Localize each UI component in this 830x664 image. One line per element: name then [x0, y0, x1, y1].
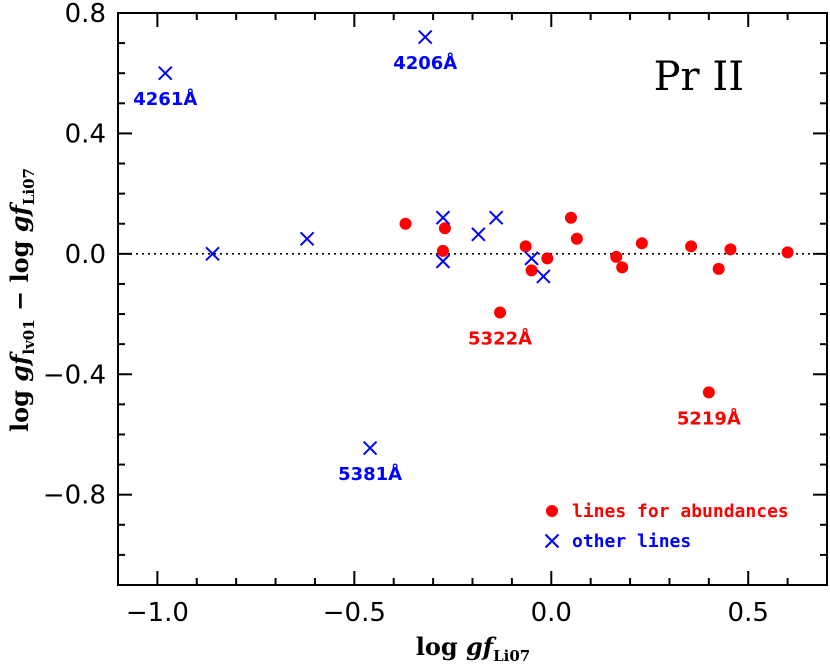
other-line-point	[158, 66, 173, 81]
abundance-point	[724, 243, 737, 256]
other-lines-series	[158, 29, 551, 456]
y-tick-label: −0.4	[43, 360, 106, 390]
x-marker-stroke	[205, 246, 220, 262]
y-tick-label: 0.8	[65, 0, 106, 29]
axis-ticks: −1.0 −0.5 0.0 0.5 −0.8 −0.4 0.0 0.4 0.8	[43, 0, 828, 628]
abundance-point	[541, 252, 554, 265]
y-axis-label-mid: − log	[5, 232, 34, 319]
abundance-point	[712, 262, 725, 275]
annotations: 4261Å 4206Å 5381Å 5322Å 5219Å	[133, 51, 741, 485]
abundance-point	[781, 246, 794, 259]
y-axis-label: log gflv01 − log gfLi07	[5, 168, 38, 432]
x-marker-stroke	[362, 440, 378, 456]
x-marker-stroke	[471, 227, 486, 242]
wavelength-annotation: 4261Å	[133, 87, 197, 110]
abundance-point	[564, 211, 577, 224]
legend-label: other lines	[572, 531, 691, 552]
x-marker-stroke	[158, 66, 173, 81]
abundance-point	[494, 306, 507, 319]
abundance-point	[570, 232, 583, 245]
other-line-point	[299, 231, 315, 246]
x-marker-stroke	[524, 251, 539, 266]
x-marker-stroke	[544, 533, 560, 549]
other-line-point	[488, 210, 504, 225]
other-line-point	[471, 227, 486, 242]
other-line-point	[536, 269, 551, 284]
abundance-point	[610, 250, 623, 263]
x-tick-label: 0.5	[728, 598, 769, 628]
x-axis-label: log gfLi07	[416, 632, 531, 664]
other-line-point	[435, 254, 451, 269]
legend-label: lines for abundances	[572, 501, 789, 522]
x-axis-label-sub: Li07	[493, 647, 530, 664]
y-axis-label-base: log	[5, 382, 34, 432]
x-marker-stroke	[488, 210, 504, 225]
abundance-point	[685, 240, 698, 253]
x-marker-stroke	[418, 29, 433, 45]
abundance-point	[399, 217, 412, 230]
x-tick-label: 0.0	[531, 598, 572, 628]
y-tick-label: 0.0	[65, 240, 106, 270]
abundance-point	[616, 261, 629, 274]
abundance-point	[702, 386, 715, 399]
x-axis-label-base: log	[416, 632, 466, 661]
x-marker-stroke	[536, 269, 551, 284]
y-axis-label-gf1: gf	[5, 351, 34, 382]
y-tick-label: 0.4	[65, 119, 106, 149]
abundance-point	[525, 264, 538, 277]
other-line-point	[418, 29, 433, 45]
data-points	[158, 29, 794, 456]
abundance-point	[519, 240, 532, 253]
species-label: Pr II	[654, 54, 744, 100]
other-line-point	[362, 440, 378, 456]
x-tick-label: −1.0	[126, 598, 189, 628]
x-marker-stroke	[435, 254, 451, 269]
legend-x-marker	[544, 533, 560, 549]
y-axis-label-sub2: Li07	[20, 168, 38, 205]
wavelength-annotation: 4206Å	[393, 51, 457, 74]
abundance-series	[399, 211, 794, 399]
legend: lines for abundances other lines	[544, 501, 789, 552]
abundance-point	[436, 244, 449, 257]
x-marker-stroke	[435, 210, 451, 225]
y-axis-label-group: log gflv01 − log gfLi07	[5, 168, 38, 432]
wavelength-annotation: 5381Å	[338, 462, 402, 485]
legend-circle-marker	[546, 505, 558, 517]
y-axis-label-gf2: gf	[5, 201, 34, 232]
x-tick-label: −0.5	[323, 598, 386, 628]
abundance-point	[438, 222, 451, 235]
y-tick-label: −0.8	[43, 481, 106, 511]
y-axis-label-sub1: lv01	[20, 319, 38, 354]
other-line-point	[205, 246, 220, 262]
other-line-point	[435, 210, 451, 225]
x-axis-label-gf: gf	[466, 632, 497, 661]
wavelength-annotation: 5219Å	[677, 406, 741, 429]
wavelength-annotation: 5322Å	[468, 327, 532, 350]
x-marker-stroke	[299, 231, 315, 246]
abundance-point	[635, 237, 648, 250]
other-line-point	[524, 251, 539, 266]
